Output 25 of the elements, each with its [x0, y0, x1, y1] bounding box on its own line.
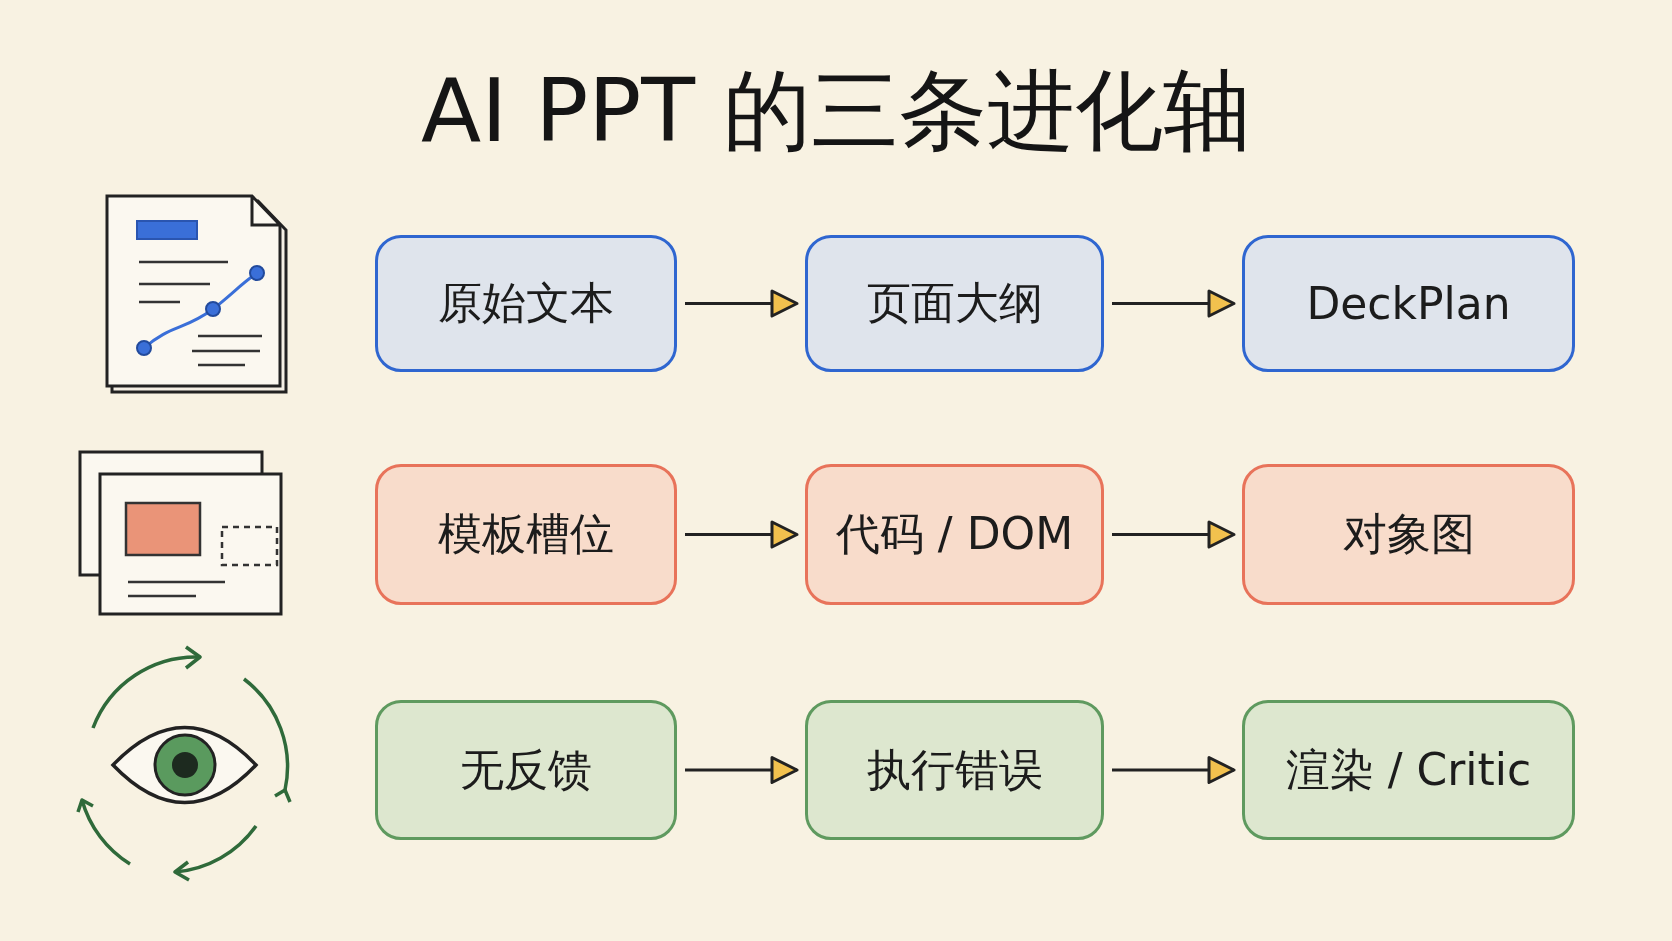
box-label: 无反馈: [460, 742, 592, 797]
box-label: 模板槽位: [438, 507, 614, 561]
process-box: [375, 235, 677, 372]
arrow: [685, 756, 799, 784]
box-label: 对象图: [1342, 507, 1475, 561]
arrow: [1112, 520, 1236, 549]
arrow: [685, 289, 799, 318]
process-box: [805, 464, 1104, 605]
process-box: [805, 700, 1104, 840]
process-box: [1242, 235, 1575, 372]
box-label: 原始文本: [438, 276, 614, 330]
box-label: 代码 / DOM: [835, 507, 1074, 561]
box-label: 执行错误: [866, 742, 1043, 797]
box-label: 渲染 / Critic: [1285, 742, 1532, 797]
box-label: DeckPlan: [1306, 278, 1511, 329]
process-box: [375, 464, 677, 605]
process-box: [1242, 464, 1575, 605]
arrow: [1112, 756, 1236, 784]
box-label: 页面大纲: [866, 276, 1043, 330]
arrow: [1112, 289, 1236, 318]
process-box: [805, 235, 1104, 372]
title: AI PPT 的三条进化轴: [421, 58, 1251, 164]
arrow: [685, 520, 799, 549]
process-box: [1242, 700, 1575, 840]
process-box: [375, 700, 677, 840]
